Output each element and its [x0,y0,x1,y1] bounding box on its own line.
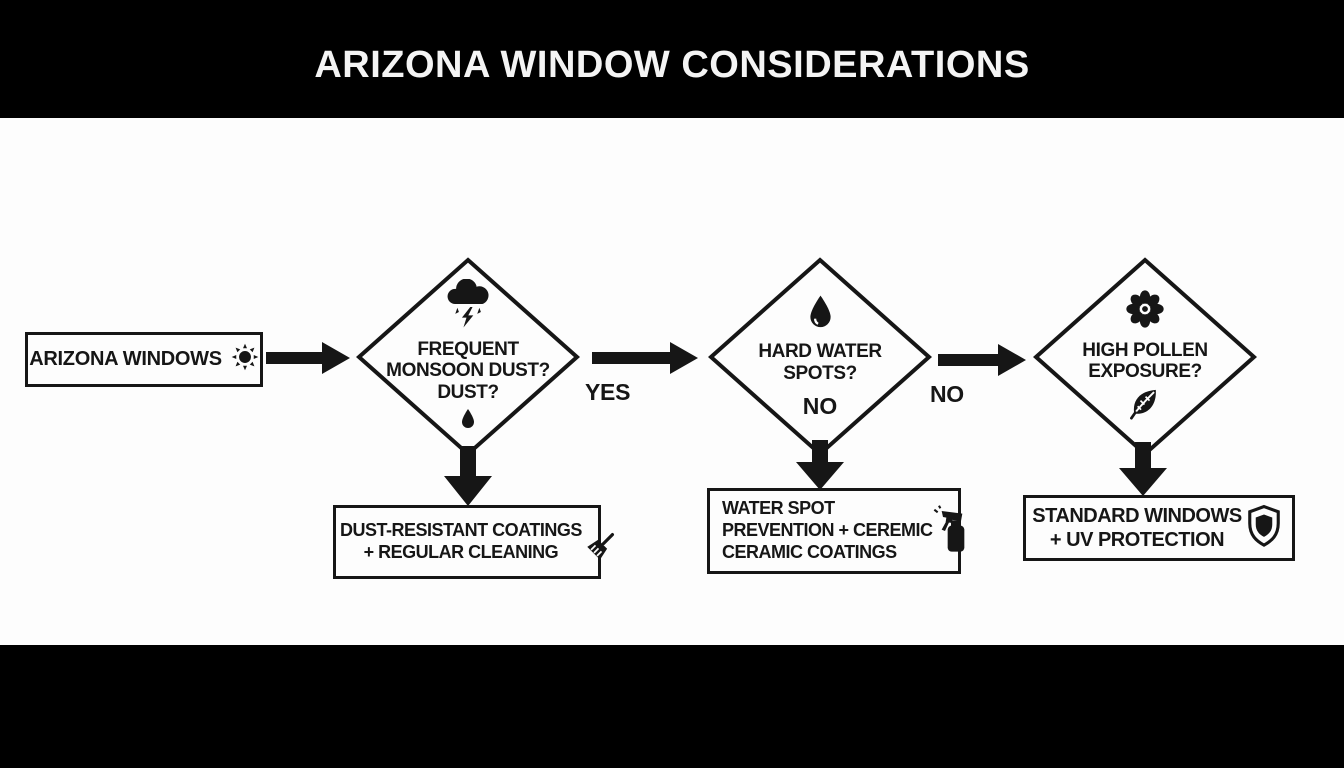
storm-cloud-icon [440,278,496,334]
result-line: PREVENTION + CEREMIC [722,520,933,541]
decision-line: FREQUENT [417,339,519,361]
result-text: DUST-RESISTANT COATINGS + REGULAR CLEANI… [340,520,582,564]
edge-label-yes: YES [585,379,631,405]
decision-line: DUST? [437,381,499,403]
water-drop-icon [460,408,476,435]
edge-label-no: NO [930,381,964,407]
footer-bar [0,645,1344,768]
arrow-down [796,440,844,490]
flower-icon [1124,288,1166,335]
result-line: DUST-RESISTANT COATINGS [340,520,582,541]
decision-text: HIGH POLLEN EXPOSURE? [1082,339,1208,383]
header-bar: ARIZONA WINDOW CONSIDERATIONS [0,0,1344,118]
decision-inner-label-no: NO [802,392,838,419]
result-water-spot: WATER SPOT PREVENTION + CEREMIC CERAMIC … [707,488,964,574]
decision-line: HIGH POLLEN [1082,339,1208,361]
arrow-down [1119,442,1167,496]
broom-icon [582,531,618,572]
page-title: ARIZONA WINDOW CONSIDERATIONS [314,44,1030,86]
arrow-right [266,342,350,374]
result-line: + UV PROTECTION [1049,529,1225,551]
arrow-right [592,342,698,374]
start-node: ARIZONA WINDOWS [25,332,263,387]
result-line: WATER SPOT [722,498,835,519]
result-text: STANDARD WINDOWS + UV PROTECTION [1030,504,1244,553]
decision-line: MONSOON DUST? [386,360,550,382]
decision-line: SPOTS? [783,362,857,384]
decision-line: EXPOSURE? [1088,361,1202,382]
decision-text: FREQUENT MONSOON DUST? DUST? [386,339,550,403]
start-node-label: ARIZONA WINDOWS [29,348,222,370]
water-drop-icon [807,294,834,336]
decision-text: HARD WATER SPOTS? [758,341,882,384]
arrow-down [444,446,492,506]
leaf-icon [1128,387,1162,426]
result-standard-windows: STANDARD WINDOWS + UV PROTECTION [1023,495,1295,561]
spray-bottle-icon [933,504,973,558]
result-dust-coatings: DUST-RESISTANT COATINGS + REGULAR CLEANI… [333,505,614,579]
decision-monsoon-dust: FREQUENT MONSOON DUST? DUST? [356,257,580,457]
result-line: + REGULAR CLEANING [363,542,559,562]
shield-icon [1244,504,1284,553]
result-line: CERAMIC COATINGS [722,541,897,562]
result-text: WATER SPOT PREVENTION + CEREMIC CERAMIC … [722,498,933,564]
arrow-right [938,344,1026,376]
sun-icon [231,343,259,376]
decision-high-pollen: HIGH POLLEN EXPOSURE? [1033,257,1257,457]
decision-hard-water: HARD WATER SPOTS? NO [708,257,932,457]
decision-line: HARD WATER [758,341,882,363]
result-line: STANDARD WINDOWS [1032,504,1242,527]
